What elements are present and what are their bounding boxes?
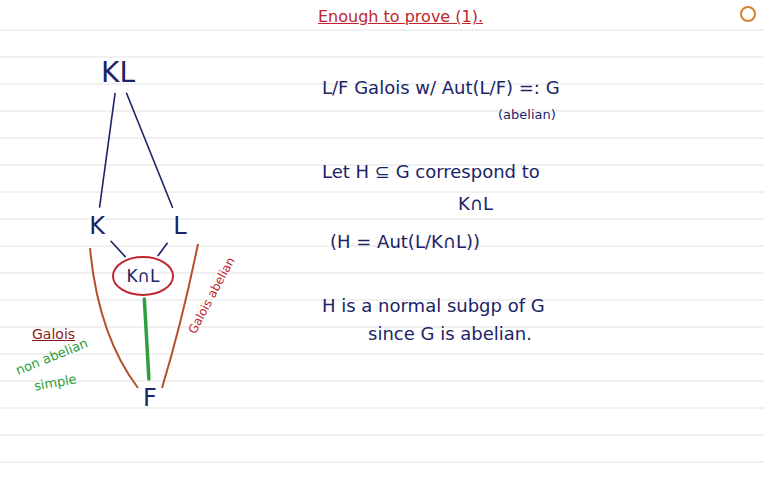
field-name: KL — [97, 56, 139, 89]
note-text: L/F Galois w/ Aut(L/F) =: G — [322, 78, 560, 99]
note-text: simple — [33, 372, 78, 394]
note-text: (abelian) — [498, 108, 556, 123]
note-text: (H = Aut(L/K∩L)) — [330, 232, 480, 253]
field-name: F — [139, 384, 161, 412]
extension-line — [144, 299, 149, 379]
field-name: L — [169, 212, 191, 240]
field-name: K — [85, 212, 109, 240]
note-text: Galois — [32, 326, 75, 342]
field-node: KL — [97, 54, 139, 91]
logo-mark — [741, 7, 755, 21]
note-text: H is a normal subgp of G — [322, 296, 545, 317]
note-text: Let H ⊆ G correspond to — [322, 162, 540, 183]
field-ellipse: K∩L — [112, 256, 174, 296]
field-node: L — [169, 210, 191, 242]
field-name: K∩L — [112, 266, 174, 286]
extension-line — [111, 241, 125, 256]
extension-line — [100, 93, 115, 207]
note-text: K∩L — [458, 194, 493, 215]
field-node: F — [139, 382, 161, 414]
extension-line — [158, 243, 167, 255]
note-text: Enough to prove (1). — [318, 8, 483, 26]
extension-line — [127, 93, 173, 207]
note-text: since G is abelian. — [368, 324, 532, 345]
note-text: non abelian — [14, 336, 90, 378]
field-node: K — [85, 210, 109, 242]
